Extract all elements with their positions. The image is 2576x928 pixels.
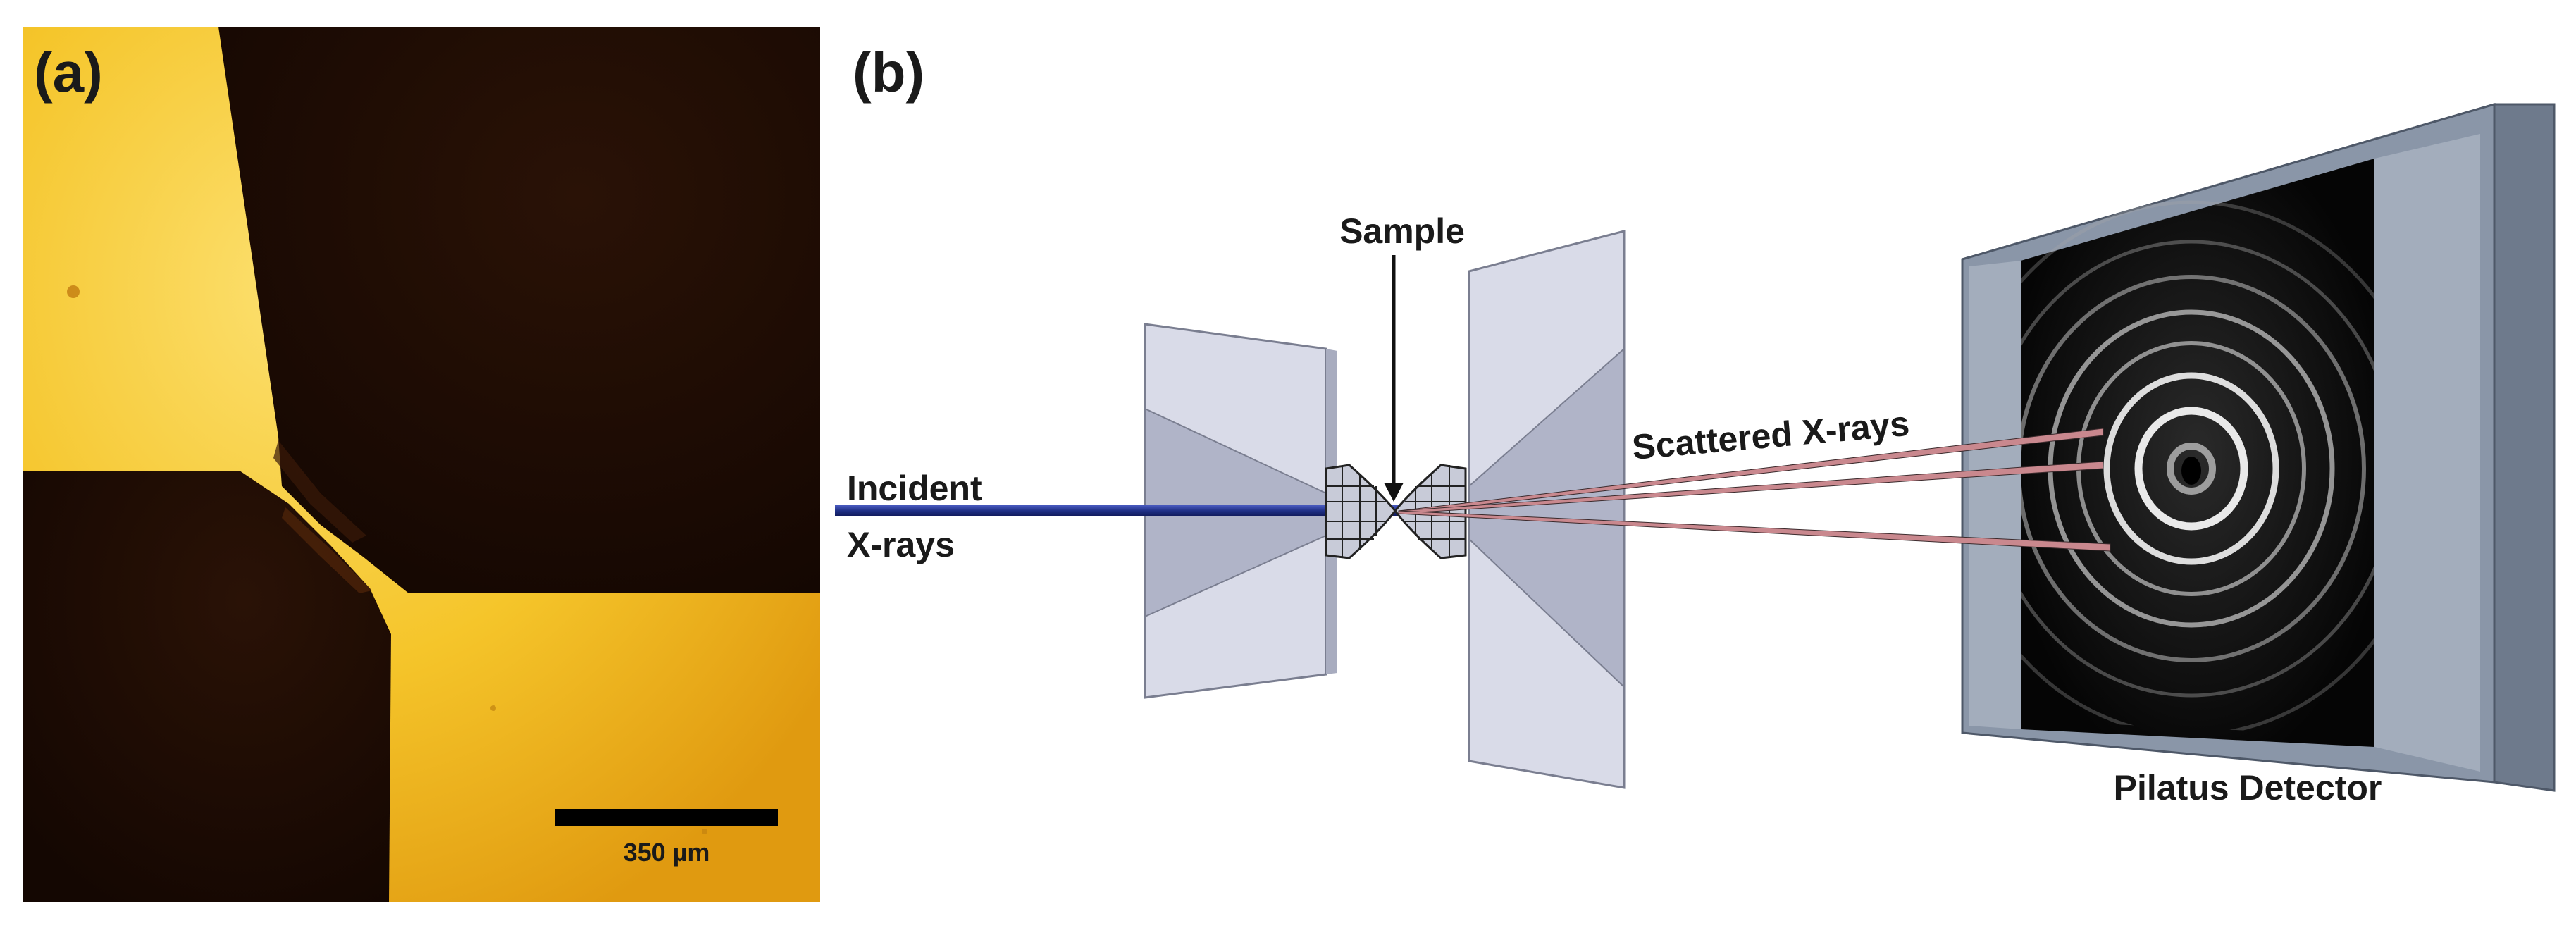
pilatus-detector bbox=[1961, 103, 2556, 792]
speck-3 bbox=[702, 829, 707, 834]
speck-1 bbox=[67, 285, 80, 298]
diffraction-ring-1 bbox=[2167, 443, 2216, 495]
diffraction-ring-2 bbox=[2134, 407, 2248, 531]
scattered-beams bbox=[1398, 428, 2111, 552]
sample-arrow bbox=[1384, 255, 1404, 502]
panel-b-label: (b) bbox=[853, 41, 924, 104]
detector-inner-right bbox=[2374, 134, 2480, 772]
scale-bar-label: 350 µm bbox=[624, 838, 710, 867]
detector-label: Pilatus Detector bbox=[2114, 768, 2382, 808]
gap-facet-2 bbox=[282, 507, 372, 593]
incident-label-line2: X-rays bbox=[847, 525, 955, 564]
right-anvil-plate bbox=[1468, 230, 1626, 789]
diffraction-ring-6 bbox=[2021, 275, 2366, 662]
micrograph-image bbox=[23, 27, 820, 902]
panel-a-label: (a) bbox=[34, 41, 103, 104]
speck-2 bbox=[490, 705, 496, 711]
incident-label-line1: Incident bbox=[847, 469, 982, 508]
diffraction-ring-3 bbox=[2103, 372, 2279, 565]
detector-inner-left bbox=[1969, 261, 2021, 729]
sample-label: Sample bbox=[1339, 211, 1465, 251]
diffraction-pattern bbox=[2021, 200, 2374, 736]
panel-a: 350 µm (a) bbox=[23, 27, 820, 902]
diffraction-ring-7 bbox=[2021, 240, 2374, 698]
detector-screen bbox=[2021, 159, 2374, 747]
beam-stop bbox=[2181, 457, 2201, 485]
panel-b: (b) bbox=[835, 41, 2556, 808]
dark-electrode-upper bbox=[218, 27, 820, 593]
detector-frame-side bbox=[2493, 103, 2556, 792]
incident-beam bbox=[835, 505, 1399, 516]
dark-electrode-lower bbox=[23, 471, 391, 902]
diamond-anvil-tips bbox=[1325, 464, 1467, 559]
gap-facet-1 bbox=[273, 440, 366, 543]
scattered-beam-lower bbox=[1398, 510, 2111, 552]
scale-bar bbox=[555, 809, 778, 826]
